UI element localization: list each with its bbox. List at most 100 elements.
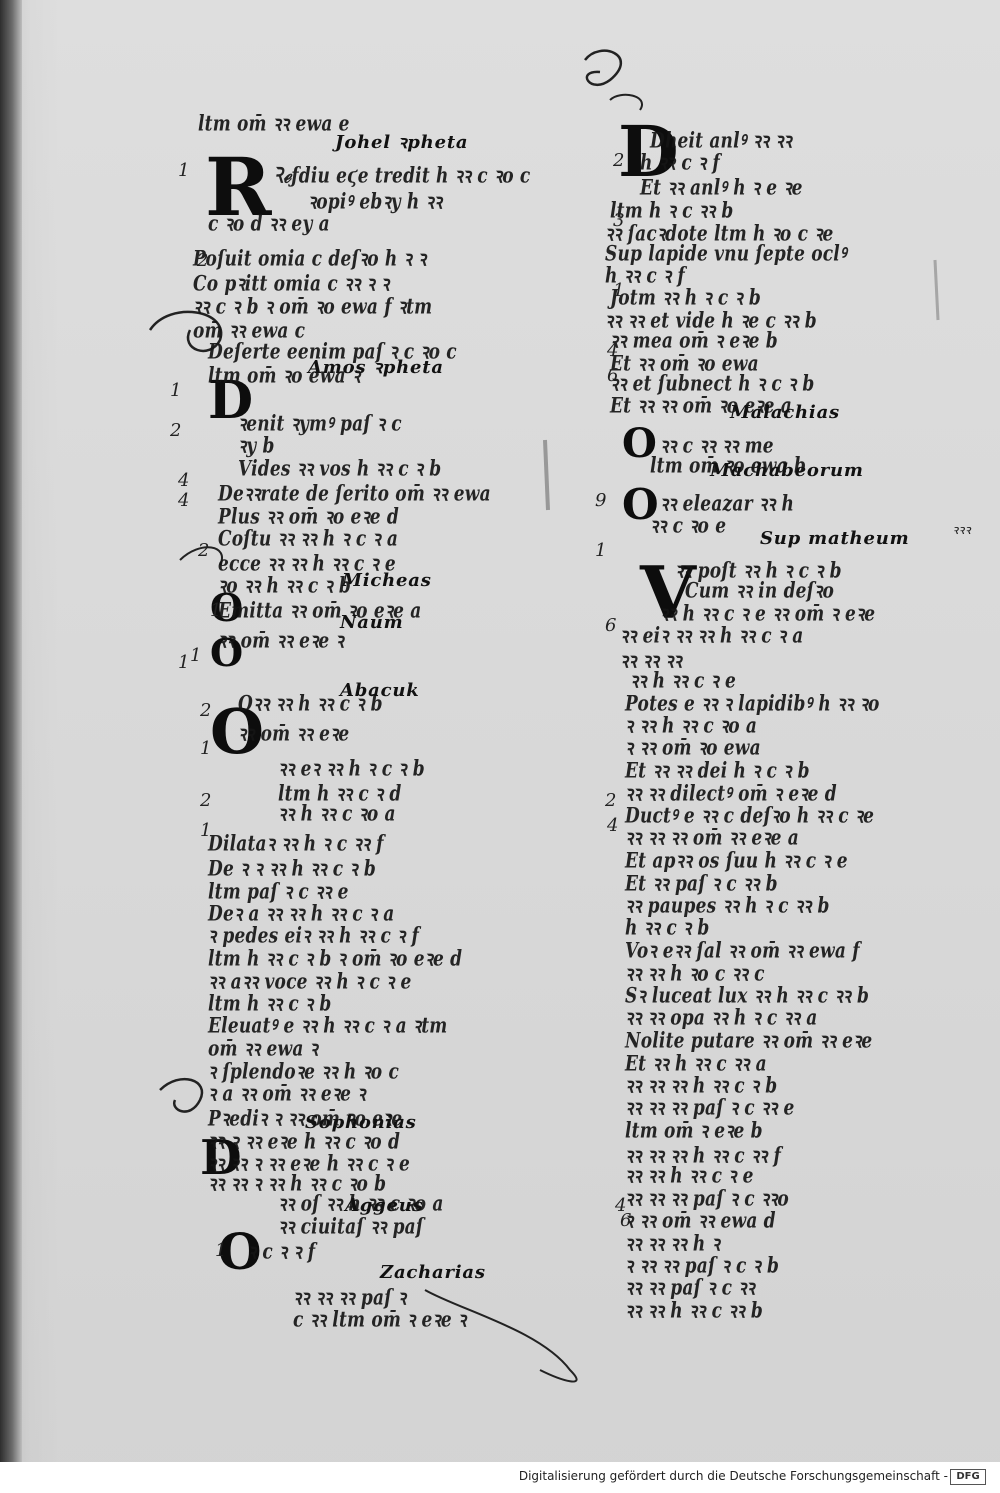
right-column-line: ꝛꝛ ꝛꝛ et vide h ꝛe c ꝛꝛ b bbox=[605, 308, 817, 334]
right-column-line: Jotm ꝛꝛ h ꝛ c ꝛ b bbox=[610, 285, 761, 311]
margin-number: 2 bbox=[200, 700, 212, 721]
left-column-line: ꝛꝛ aꝛꝛ voce ꝛꝛ h ꝛ c ꝛ e bbox=[208, 969, 412, 995]
margin-number: 3 bbox=[613, 210, 625, 231]
left-column-line: Pꝛediꝛ ꝛ ꝛꝛ om̄ ꝛo eꝛe bbox=[208, 1106, 403, 1132]
left-column-line: ꝛo ꝛꝛ h ꝛꝛ c ꝛ b bbox=[218, 573, 351, 599]
left-column-line: ltm h ꝛꝛ c ꝛ b bbox=[208, 991, 332, 1017]
heading-naum: Naum bbox=[340, 612, 404, 633]
right-column-line: ꝛꝛ ꝛꝛ ꝛꝛ h ꝛꝛ c ꝛꝛ f bbox=[625, 1143, 782, 1169]
right-column-line: ꝛꝛ ꝛꝛ ꝛꝛ h ꝛ bbox=[625, 1231, 720, 1257]
right-column-line: ꝛꝛ ſacꝛdote ltm h ꝛo c ꝛe bbox=[605, 221, 834, 247]
margin-number: 4 bbox=[178, 470, 190, 491]
footer-credit: Digitalisierung gefördert durch die Deut… bbox=[518, 1469, 948, 1483]
heading-sup-matheum: Sup matheum bbox=[760, 528, 910, 549]
right-column-line: ꝛꝛ eleazar ꝛꝛ h bbox=[660, 491, 795, 517]
left-column-line: Vides ꝛꝛ vos h ꝛꝛ c ꝛ b bbox=[238, 456, 442, 482]
left-column-line: ꝛy b bbox=[238, 433, 275, 459]
flourish-decorations bbox=[148, 49, 940, 1383]
left-column-line: ꝛꝛ eꝛ ꝛꝛ h ꝛ c ꝛ b bbox=[278, 756, 425, 782]
right-column-line: Cum ꝛꝛ in deſꝛo bbox=[685, 578, 834, 604]
right-column-line: ꝛꝛ h ꝛꝛ c ꝛ e bbox=[630, 668, 737, 694]
heading-sophonias: Sophonias bbox=[305, 1112, 417, 1133]
left-column-line: ꝛenit ꝛymꝰ paſ ꝛ c bbox=[238, 411, 402, 437]
initial-letter-o-micheas: O bbox=[210, 585, 244, 630]
right-column-line: ꝛꝛ ꝛꝛ ꝛꝛ h ꝛꝛ c ꝛ b bbox=[625, 1073, 778, 1099]
margin-number: 4 bbox=[607, 340, 619, 361]
margin-number: 1 bbox=[178, 160, 190, 181]
right-column-line: Sup lapide vnu ſepte oclꝰ bbox=[605, 241, 847, 267]
digitization-footer: Digitalisierung gefördert durch die Deut… bbox=[0, 1462, 1000, 1493]
heading-malachias: Malachias bbox=[730, 402, 840, 423]
left-column-line: Plus ꝛꝛ om̄ ꝛo eꝛe d bbox=[218, 504, 399, 530]
left-column-line: ꝛꝛ ꝛꝛ ꝛꝛ paſ ꝛ bbox=[293, 1285, 407, 1311]
right-column-line: Sꝛ luceat lux ꝛꝛ h ꝛꝛ c ꝛꝛ b bbox=[625, 983, 870, 1009]
right-column-line: ꝛꝛ ꝛꝛ ꝛꝛ bbox=[620, 648, 682, 674]
right-column-line: Potes e ꝛꝛ ꝛ lapidibꝰ h ꝛꝛ ꝛo bbox=[625, 691, 880, 717]
right-column-line: Et apꝛꝛ os ſuu h ꝛꝛ c ꝛ e bbox=[625, 848, 848, 874]
margin-number: 4 bbox=[178, 490, 190, 511]
right-column-line: Et ꝛꝛ anlꝰ h ꝛ e ꝛe bbox=[640, 175, 803, 201]
left-column-line: ꝛopiꝰ ebꝛy h ꝛꝛ bbox=[308, 189, 443, 215]
right-column-line: ꝛ ꝛꝛ ꝛꝛ paſ ꝛ c ꝛ b bbox=[625, 1253, 780, 1279]
right-column-line: Et ꝛꝛ h ꝛꝛ c ꝛꝛ a bbox=[625, 1051, 767, 1077]
margin-number: 1 bbox=[210, 600, 222, 621]
left-column-line: ltm paſ ꝛ c ꝛꝛ e bbox=[208, 879, 349, 905]
left-column-line: Co pꝛitt omia c ꝛꝛ ꝛ ꝛ bbox=[193, 271, 390, 297]
left-column-line: ꝛꝛ oſ ꝛꝛ h ꝛꝛ c ꝛo a bbox=[278, 1191, 444, 1217]
right-column-line: ꝛꝛ c ꝛꝛ ꝛꝛ me bbox=[660, 433, 774, 459]
left-column-line: ltm om̄ ꝛo ewa ꝛ bbox=[208, 363, 361, 389]
margin-number: 9 bbox=[595, 490, 607, 511]
right-column-line: ꝛꝛ ꝛꝛ dilectꝰ om̄ ꝛ eꝛe d bbox=[625, 781, 837, 807]
initial-letter-r: R bbox=[205, 140, 272, 234]
heading-micheas: Micheas bbox=[342, 570, 432, 591]
right-column-line: h ꝛꝛ c ꝛ f bbox=[640, 150, 720, 176]
margin-number: 1 bbox=[190, 645, 202, 666]
initial-letter-d-right: D bbox=[618, 110, 679, 193]
right-column-line: h ꝛꝛ c ꝛ b bbox=[625, 915, 710, 941]
left-column-line: ꝛ pedes eiꝛ ꝛꝛ h ꝛꝛ c ꝛ f bbox=[208, 923, 420, 949]
right-column-line: ꝛꝛ paupes ꝛꝛ h ꝛ c ꝛꝛ b bbox=[625, 893, 830, 919]
left-column-line: Poſuit omia c deſꝛo h ꝛ ꝛ bbox=[193, 246, 427, 272]
initial-letter-o-naum: O bbox=[210, 630, 244, 675]
initial-letter-d-sophonias: D bbox=[200, 1130, 242, 1186]
margin-number: 2 bbox=[170, 420, 182, 441]
left-column-line: Deſerte eenim paſ ꝛ c ꝛo c bbox=[208, 339, 457, 365]
right-column-line: Nolite putare ꝛꝛ om̄ ꝛꝛ eꝛe bbox=[625, 1028, 873, 1054]
left-column-line: c ꝛo d ꝛꝛ ey a bbox=[208, 211, 330, 237]
right-column-line: ꝛꝛ mea om̄ ꝛ eꝛe b bbox=[610, 328, 778, 354]
margin-number: 6 bbox=[605, 615, 617, 636]
left-column-line: ꝛꝛ c ꝛ b ꝛ om̄ ꝛo ewa f ꝛtm bbox=[193, 294, 433, 320]
left-column-line: Ꝛℯƒdiu eϛe tredit h ꝛꝛ c ꝛo c bbox=[273, 163, 531, 189]
left-column-line: ꝛꝛ ꝛ ꝛꝛ eꝛe h ꝛꝛ c ꝛo d bbox=[208, 1129, 401, 1155]
right-column-line: ꝛꝛ eiꝛ ꝛꝛ ꝛꝛ h ꝛꝛ c ꝛ a bbox=[620, 623, 804, 649]
side-note: ꝛꝛꝛ bbox=[952, 523, 971, 538]
initial-letter-v-matheum: V bbox=[640, 550, 696, 635]
left-column-line: Deꝛ a ꝛꝛ ꝛꝛ h ꝛꝛ c ꝛ a bbox=[208, 901, 395, 927]
right-column-line: ꝛꝛ c ꝛo e bbox=[650, 513, 727, 539]
margin-number: 1 bbox=[200, 738, 212, 759]
dfg-logo: DFG bbox=[950, 1469, 986, 1485]
right-column-line: Et ꝛꝛ paſ ꝛ c ꝛꝛ b bbox=[625, 871, 778, 897]
right-column-line: Ductꝰ e ꝛꝛ c deſꝛo h ꝛꝛ c ꝛe bbox=[625, 803, 875, 829]
right-column-line: ꝛ ꝛꝛ om̄ ꝛo ewa bbox=[625, 735, 761, 761]
right-column-line: ltm h ꝛ c ꝛꝛ b bbox=[610, 198, 734, 224]
right-column-line: ltm om̄ ꝛ eꝛe b bbox=[625, 1118, 763, 1144]
margin-number: 2 bbox=[613, 150, 625, 171]
parchment-leaf bbox=[0, 0, 1000, 1462]
margin-number: 6 bbox=[607, 365, 619, 386]
left-column-line: Dilataꝛ ꝛꝛ h ꝛ c ꝛꝛ f bbox=[208, 831, 384, 857]
margin-number: 4 bbox=[607, 815, 619, 836]
right-column-line: ltm om̄ ꝛo ewa b bbox=[650, 453, 807, 479]
right-column-line: ꝛꝛ ꝛꝛ ꝛꝛ om̄ ꝛꝛ eꝛe a bbox=[625, 825, 800, 851]
right-column-line: ꝛꝛ h ꝛꝛ c ꝛ e ꝛꝛ om̄ ꝛ eꝛe bbox=[660, 601, 876, 627]
initial-letter-o-machabeorum: O bbox=[622, 480, 659, 529]
heading-abacuk: Abacuk bbox=[340, 680, 420, 701]
margin-number: 1 bbox=[595, 540, 607, 561]
right-column-line: ꝛꝛ ꝛꝛ h ꝛo c ꝛꝛ c bbox=[625, 961, 765, 987]
heading-machabeorum: Machabeorum bbox=[710, 460, 864, 481]
binding-gutter bbox=[0, 0, 22, 1462]
margin-number: 2 bbox=[198, 540, 210, 561]
left-column-line: ꝛꝛ ꝛꝛ ꝛ ꝛꝛ h ꝛꝛ c ꝛo b bbox=[208, 1171, 387, 1197]
margin-number: 6 bbox=[620, 1210, 632, 1231]
